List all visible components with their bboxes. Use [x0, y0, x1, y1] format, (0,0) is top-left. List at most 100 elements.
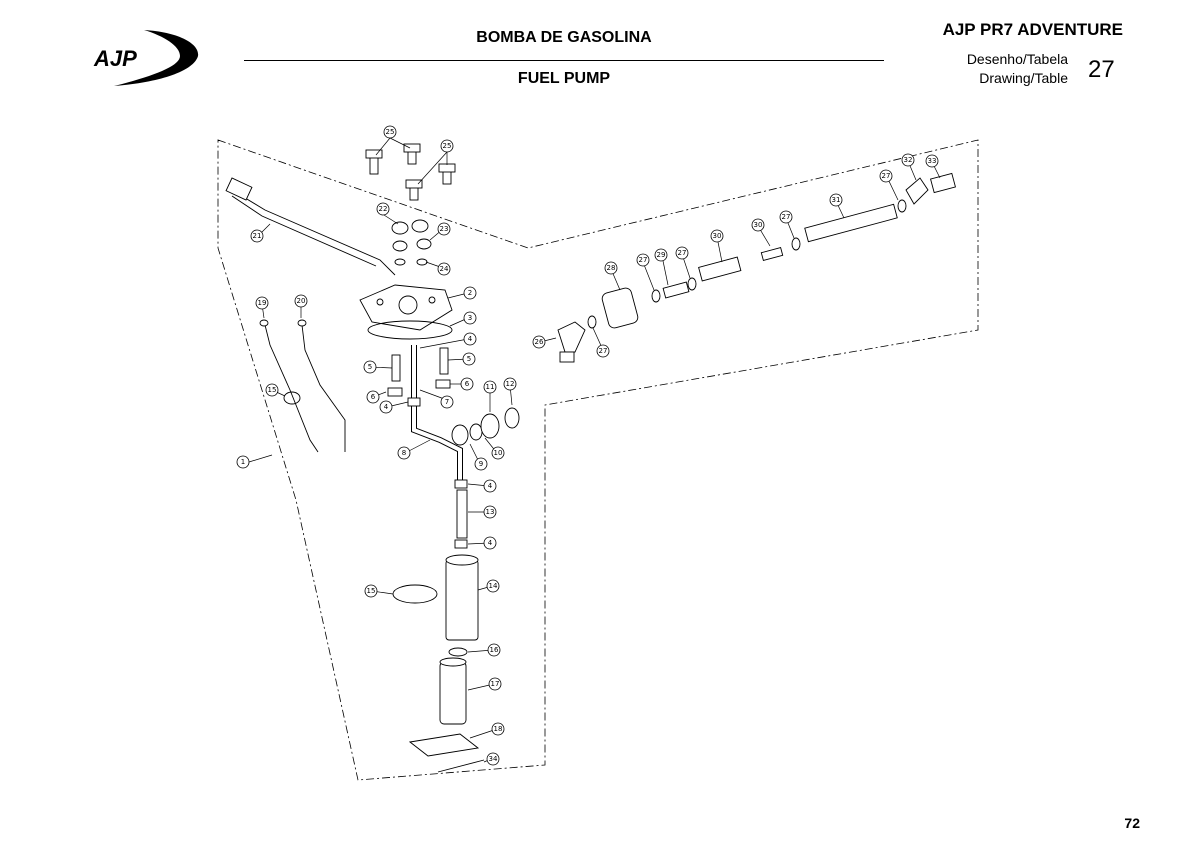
callout-20: 20 [294, 294, 308, 308]
svg-text:4: 4 [468, 335, 473, 343]
svg-text:17: 17 [491, 680, 500, 688]
callout-6a: 6 [366, 390, 380, 404]
svg-text:24: 24 [440, 265, 449, 273]
callout-34: 34 [486, 752, 500, 766]
callout-31: 31 [829, 193, 843, 207]
svg-text:30: 30 [713, 232, 722, 240]
svg-text:19: 19 [258, 299, 267, 307]
callout-25b: 25 [440, 139, 454, 153]
callout-11: 11 [483, 380, 497, 394]
svg-text:1: 1 [241, 458, 245, 466]
svg-text:10: 10 [494, 449, 503, 457]
svg-text:23: 23 [440, 225, 449, 233]
callout-19: 19 [255, 296, 269, 310]
svg-text:22: 22 [379, 205, 388, 213]
svg-text:18: 18 [494, 725, 503, 733]
svg-text:34: 34 [489, 755, 498, 763]
callout-21: 21 [250, 229, 264, 243]
svg-text:29: 29 [657, 251, 666, 259]
callout-32: 32 [901, 153, 915, 167]
callout-25a: 25 [383, 125, 397, 139]
callout-15a: 15 [265, 383, 279, 397]
model-name: AJP PR7 ADVENTURE [942, 20, 1123, 39]
callout-24: 24 [437, 262, 451, 276]
callout-23: 23 [437, 222, 451, 236]
callout-6b: 6 [460, 377, 474, 391]
callout-26: 26 [532, 335, 546, 349]
callout-27c: 27 [675, 246, 689, 260]
callout-8: 8 [397, 446, 411, 460]
svg-text:9: 9 [479, 460, 483, 468]
svg-text:20: 20 [297, 297, 306, 305]
svg-text:5: 5 [467, 355, 471, 363]
svg-text:13: 13 [486, 508, 495, 516]
callouts: 1 2 3 4 4 4 4 5 5 6 6 7 8 9 10 11 12 13 … [236, 125, 939, 766]
svg-text:25: 25 [443, 142, 452, 150]
page-title-en: FUEL PUMP [517, 70, 611, 87]
svg-text:6: 6 [465, 380, 470, 388]
svg-text:4: 4 [384, 403, 389, 411]
svg-text:27: 27 [882, 172, 891, 180]
callout-33: 33 [925, 154, 939, 168]
svg-text:5: 5 [368, 363, 372, 371]
callout-13: 13 [483, 505, 497, 519]
svg-text:6: 6 [371, 393, 376, 401]
svg-text:32: 32 [904, 156, 913, 164]
svg-text:AJP: AJP [93, 46, 137, 71]
svg-text:28: 28 [607, 264, 616, 272]
callout-17: 17 [488, 677, 502, 691]
callout-3: 3 [463, 311, 477, 325]
callout-15b: 15 [364, 584, 378, 598]
svg-text:26: 26 [535, 338, 544, 346]
callout-12: 12 [503, 377, 517, 391]
svg-text:4: 4 [488, 539, 493, 547]
drawing-table-label: Desenho/Tabela Drawing/Table [967, 50, 1068, 88]
callout-4c: 4 [483, 479, 497, 493]
callout-5b: 5 [462, 352, 476, 366]
svg-text:30: 30 [754, 221, 763, 229]
callout-2: 2 [463, 286, 477, 300]
svg-text:4: 4 [488, 482, 493, 490]
page-number: 72 [1124, 815, 1140, 831]
page-title-pt: BOMBA DE GASOLINA [476, 29, 652, 46]
drawing-number: 27 [1088, 56, 1115, 83]
svg-text:12: 12 [506, 380, 515, 388]
callout-9: 9 [474, 457, 488, 471]
callout-14: 14 [486, 579, 500, 593]
callout-16: 16 [487, 643, 501, 657]
callout-4d: 4 [483, 536, 497, 550]
callout-27d: 27 [779, 210, 793, 224]
callout-22: 22 [376, 202, 390, 216]
svg-text:11: 11 [486, 383, 495, 391]
drawing-label-pt: Desenho/Tabela [966, 51, 1068, 67]
svg-text:27: 27 [599, 347, 608, 355]
svg-text:31: 31 [832, 196, 841, 204]
callout-27e: 27 [879, 169, 893, 183]
svg-text:27: 27 [639, 256, 648, 264]
svg-text:21: 21 [253, 232, 262, 240]
callout-18: 18 [491, 722, 505, 736]
parts-drawing [225, 143, 956, 773]
callout-4a: 4 [463, 332, 477, 346]
callout-10: 10 [491, 446, 505, 460]
svg-text:2: 2 [468, 289, 472, 297]
svg-text:3: 3 [468, 314, 472, 322]
ajp-logo: AJP [93, 30, 199, 86]
svg-text:14: 14 [489, 582, 498, 590]
callout-28: 28 [604, 261, 618, 275]
svg-text:25: 25 [386, 128, 395, 136]
callout-29: 29 [654, 248, 668, 262]
svg-text:15: 15 [367, 587, 376, 595]
callout-5a: 5 [363, 360, 377, 374]
dashed-outline [217, 139, 979, 781]
callout-30a: 30 [710, 229, 724, 243]
svg-text:33: 33 [928, 157, 937, 165]
svg-text:27: 27 [678, 249, 687, 257]
callout-4b: 4 [379, 400, 393, 414]
callout-27b: 27 [636, 253, 650, 267]
callout-7: 7 [440, 395, 454, 409]
callout-1: 1 [236, 455, 250, 469]
callout-30b: 30 [751, 218, 765, 232]
drawing-label-en: Drawing/Table [979, 70, 1068, 86]
